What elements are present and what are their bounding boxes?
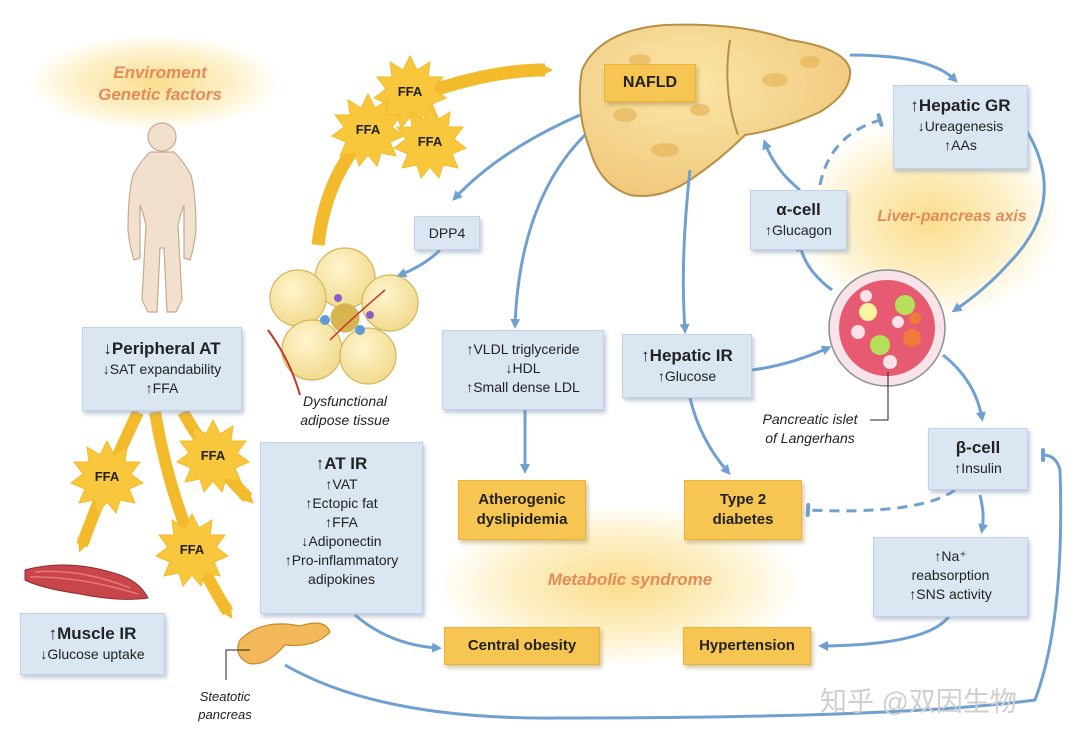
arrow-liver-hepatic-gr — [849, 53, 958, 83]
environment-text: Enviroment — [113, 63, 207, 82]
dysfunctional-adipose-label: Dysfunctional adipose tissue — [300, 393, 390, 428]
at-ir-box: ↑AT IR ↑VAT ↑Ectopic fat ↑FFA ↓Adiponect… — [260, 442, 423, 614]
dpp4-box: DPP4 — [414, 216, 480, 250]
hepatic-ir-box: ↑Hepatic IR ↑Glucose — [622, 334, 752, 398]
ffa-burst-6 — [155, 512, 229, 588]
nafld-label: NAFLD — [604, 64, 696, 102]
arrow-alpha-liver — [762, 139, 801, 192]
environment-glow — [30, 35, 280, 130]
type2-diabetes-box: Type 2 diabetes — [684, 480, 802, 540]
ffa-burst-4 — [70, 439, 144, 515]
arrow-nafld-lipids — [510, 133, 587, 329]
muscle-ir-box: ↑Muscle IR ↓Glucose uptake — [20, 613, 165, 675]
atherogenic-dyslipidemia-box: Atherogenic dyslipidemia — [458, 480, 586, 540]
arrow-islet-beta — [942, 353, 986, 422]
adipose-tissue-icon — [267, 247, 419, 396]
arrow-hepatic-ir-islet — [751, 345, 832, 372]
peripheral-at-box: ↓Peripheral AT ↓SAT expandability ↑FFA — [82, 327, 242, 411]
ffa-label-5: FFA — [200, 448, 226, 463]
environment-label: Enviroment Genetic factors — [60, 62, 260, 106]
inhibit-alpha-hepatic-gr — [818, 113, 884, 186]
hepatic-gr-title: Hepatic GR — [918, 96, 1011, 115]
liver-pancreas-axis-label: Liver-pancreas axis — [877, 208, 1027, 225]
hepatic-ir-title: Hepatic IR — [649, 346, 733, 365]
inhibit-beta-t2d — [805, 488, 956, 517]
arrow-hepatic-ir-t2d — [688, 397, 731, 476]
central-obesity-box: Central obesity — [444, 627, 600, 665]
ffa-label-4: FFA — [94, 469, 120, 484]
pancreatic-islet-label: Pancreatic islet of Langerhans — [762, 411, 858, 446]
genetic-factors-text: Genetic factors — [98, 85, 222, 104]
peripheral-at-title: Peripheral AT — [111, 339, 221, 358]
ffa-burst-5 — [176, 418, 250, 494]
muscle-ir-title: Muscle IR — [57, 624, 137, 643]
arrow-nafld-dpp4 — [452, 113, 581, 201]
ffa-label-3: FFA — [417, 134, 443, 149]
arrow-beta-na — [978, 494, 989, 534]
hypertension-box: Hypertension — [683, 627, 811, 665]
ffa-label-2: FFA — [355, 122, 381, 137]
ffa-burst-2 — [331, 92, 405, 168]
arrow-islet-alpha — [796, 241, 833, 292]
arrow-nafld-hepatic-ir — [679, 169, 692, 334]
ffa-burst-3 — [393, 104, 467, 180]
alpha-cell-box: α-cell ↑Glucagon — [750, 190, 847, 250]
at-ir-title: AT IR — [324, 454, 368, 473]
watermark-text: 知乎 @双因生物 — [820, 687, 1017, 717]
pancreatic-islet-icon — [828, 269, 946, 387]
ffa-label-6: FFA — [179, 542, 205, 557]
beta-cell-box: β-cell ↑Insulin — [928, 428, 1028, 490]
liver-icon — [578, 23, 852, 197]
steatotic-pancreas-label: Steatotic pancreas — [198, 689, 252, 722]
muscle-icon — [24, 564, 149, 600]
lipids-box: ↑VLDL triglyceride ↓HDL ↑Small dense LDL — [442, 330, 604, 410]
inhibit-pancreas-beta — [284, 448, 1063, 720]
ffa-arrow-pancreas — [149, 410, 234, 619]
steatotic-pancreas-icon — [225, 622, 331, 680]
arrow-atir-obesity — [354, 613, 442, 653]
na-reabsorption-box: ↑Na⁺ reabsorption ↑SNS activity — [873, 537, 1028, 617]
arrow-dpp4-adipose — [396, 248, 442, 278]
metabolic-syndrome-label: Metabolic syndrome — [547, 570, 713, 589]
arrow-hepatic-gr-islet — [951, 127, 1046, 313]
human-body-icon — [127, 122, 197, 313]
beta-cell-title: β-cell — [955, 438, 1001, 457]
arrow-na-hypertension — [818, 614, 952, 651]
alpha-cell-title: α-cell — [776, 200, 821, 219]
ffa-label-1: FFA — [397, 84, 423, 99]
hepatic-gr-box: ↑Hepatic GR ↓Ureagenesis ↑AAs — [893, 85, 1028, 169]
